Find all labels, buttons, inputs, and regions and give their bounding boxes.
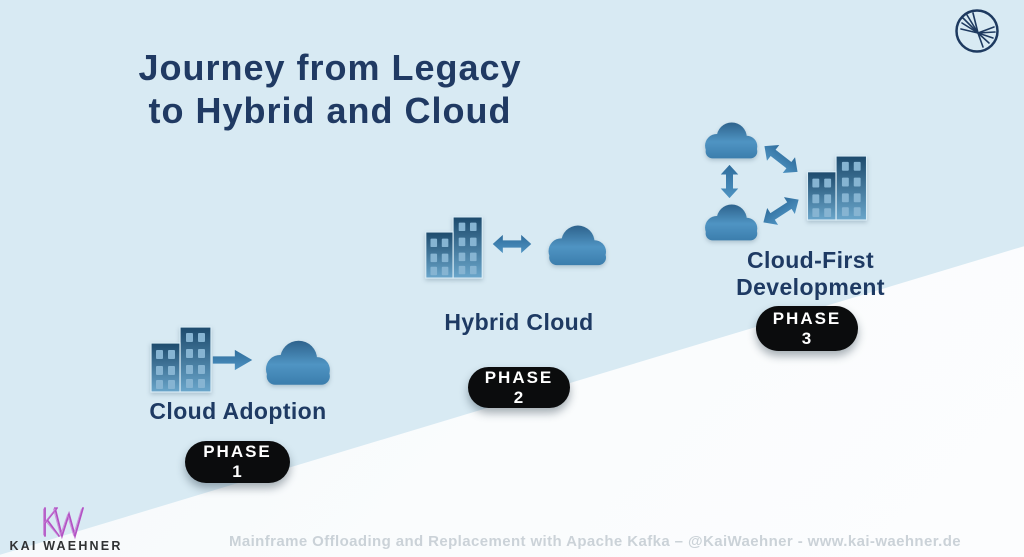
arrow-right-icon: [212, 349, 253, 371]
footer-text: Mainframe Offloading and Replacement wit…: [228, 533, 962, 550]
phase-3-badge-title: PHASE: [772, 308, 842, 328]
cloud-icon: [265, 340, 330, 385]
title-line-1: Journey from Legacy: [138, 47, 522, 88]
arrow-both-diagonal-icon: [763, 197, 799, 225]
buildings-icon: [806, 155, 868, 221]
phase-2-badge: PHASE 2: [468, 367, 570, 408]
kw-monogram-icon: [43, 507, 84, 540]
buildings-icon: [150, 326, 212, 393]
phase-2-badge-number: 2: [513, 387, 525, 407]
phase-3-badge: PHASE 3: [756, 306, 858, 351]
phase-2-badge-title: PHASE: [484, 367, 554, 387]
phase-1-badge: PHASE 1: [185, 441, 290, 483]
cloud-icon: [548, 225, 607, 266]
title-line-2: to Hybrid and Cloud: [148, 90, 512, 132]
phase-3-badge-number: 3: [801, 328, 813, 348]
phase-3-label: Cloud-First Development: [736, 247, 885, 301]
arrow-both-diagonal-icon: [764, 144, 798, 174]
cloud-icon: [705, 122, 758, 159]
phase-1-label: Cloud Adoption: [149, 398, 327, 424]
starburst-logo-icon: [955, 9, 999, 53]
arrow-both-vertical-icon: [720, 164, 739, 199]
cloud-icon: [705, 204, 758, 241]
phase-2-label: Hybrid Cloud: [444, 309, 594, 335]
page-title: Journey from Legacy to Hybrid and Cloud: [70, 46, 590, 132]
phase-1-badge-title: PHASE: [203, 442, 272, 462]
arrow-both-icon: [492, 234, 532, 254]
brand-name: KAI WAEHNER: [9, 539, 123, 553]
phase-1-badge-number: 1: [232, 462, 243, 481]
buildings-icon: [425, 216, 483, 279]
